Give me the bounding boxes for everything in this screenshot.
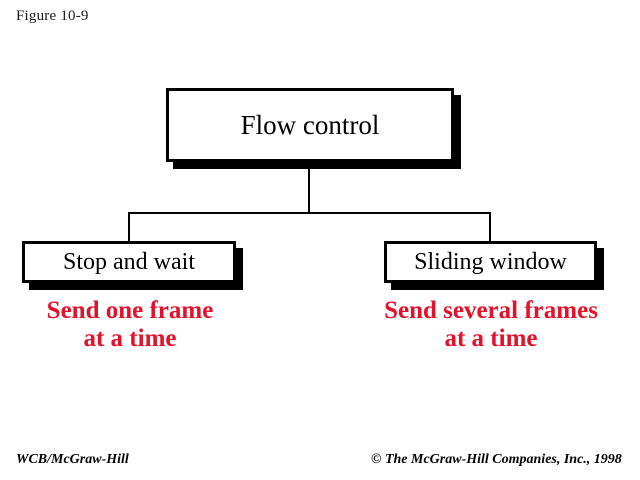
caption-stop-and-wait: Send one frame at a time (0, 297, 260, 353)
footer-publisher: WCB/McGraw-Hill (16, 452, 129, 467)
connector-horizontal-bar (128, 212, 491, 214)
node-stop-and-wait-label: Stop and wait (63, 249, 195, 275)
figure-label: Figure 10-9 (16, 8, 89, 24)
footer-copyright: © The McGraw-Hill Companies, Inc., 1998 (371, 452, 622, 467)
caption-sliding-window-line2: at a time (444, 325, 538, 352)
caption-sliding-window-line1: Send several frames (384, 297, 598, 324)
connector-drop-left (128, 212, 130, 243)
caption-stop-and-wait-line1: Send one frame (46, 297, 214, 324)
connector-drop-right (489, 212, 491, 243)
connector-root-stem (308, 162, 310, 213)
node-sliding-window[interactable]: Sliding window (384, 241, 597, 283)
caption-stop-and-wait-line2: at a time (83, 325, 177, 352)
caption-sliding-window: Send several frames at a time (342, 297, 640, 353)
node-stop-and-wait[interactable]: Stop and wait (22, 241, 236, 283)
node-sliding-window-label: Sliding window (414, 249, 567, 275)
node-flow-control-label: Flow control (240, 109, 380, 140)
node-flow-control[interactable]: Flow control (166, 88, 454, 162)
